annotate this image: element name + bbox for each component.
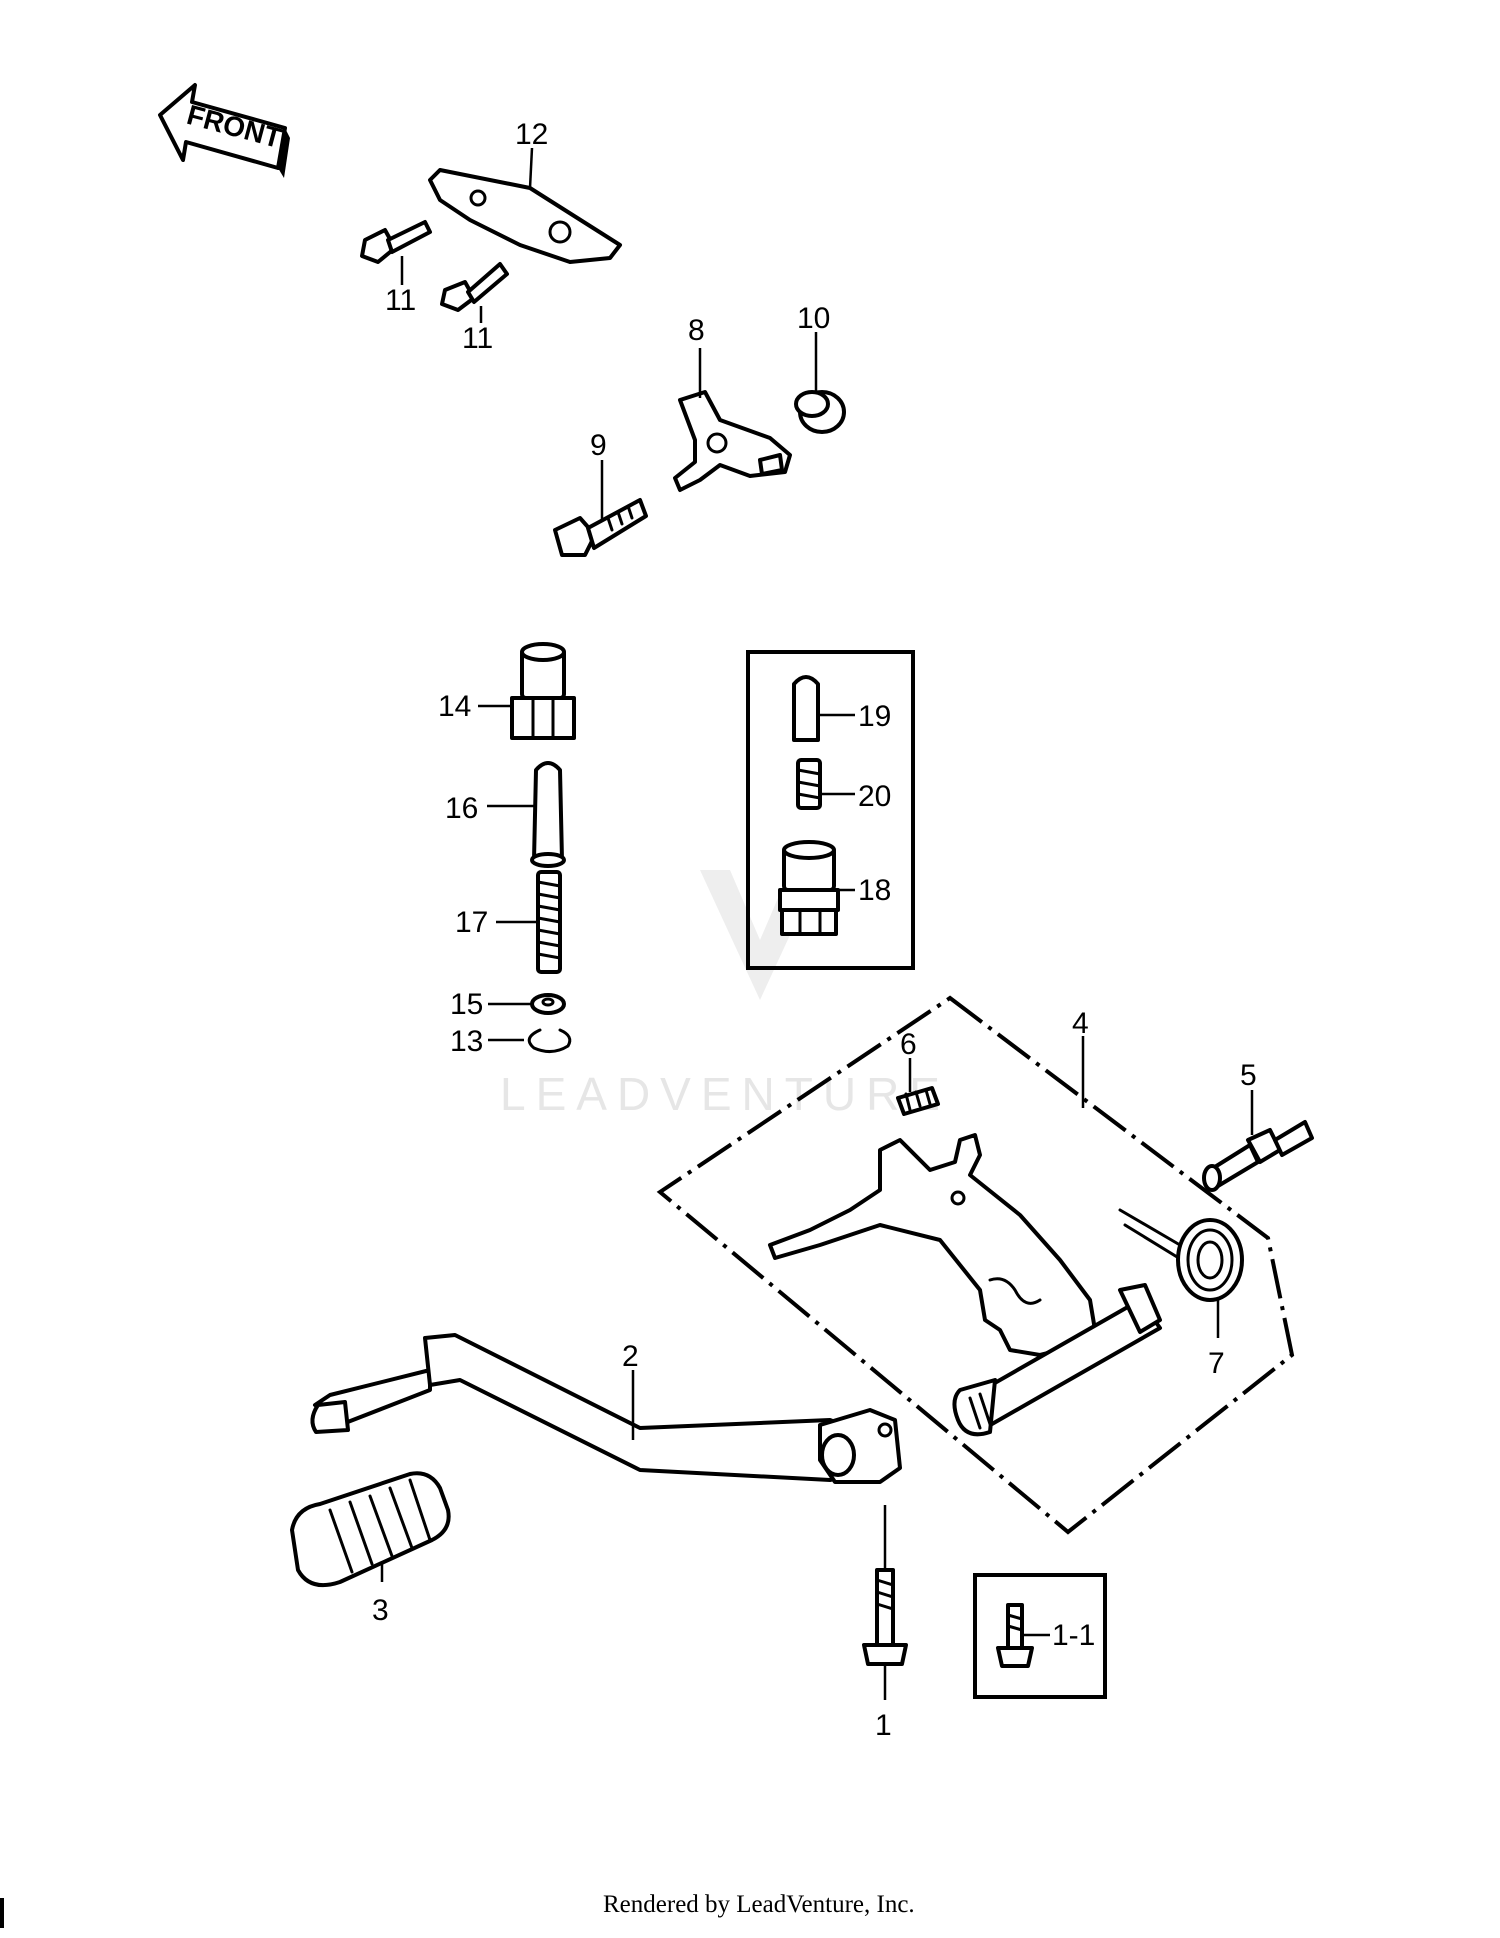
group-outline-4 <box>656 995 1295 1535</box>
collar-10 <box>794 390 846 434</box>
callout-3: 3 <box>372 1594 389 1627</box>
watermark: LEADVENTURE <box>500 870 950 1120</box>
box-1-1 <box>973 1573 1107 1699</box>
callout-11b: 11 <box>462 322 493 355</box>
washer-15 <box>530 993 566 1015</box>
callout-19: 19 <box>858 700 891 733</box>
pedal-rubber-3 <box>290 1471 451 1587</box>
pin-19 <box>792 675 820 742</box>
callout-4: 4 <box>1072 1007 1089 1040</box>
bolt-11b <box>440 262 509 312</box>
bolt-1 <box>862 1568 908 1666</box>
edge-mark <box>0 1898 4 1928</box>
shift-pedal-2 <box>310 1333 902 1484</box>
callout-13: 13 <box>450 1025 483 1058</box>
bolt-9 <box>553 498 648 557</box>
watermark-text: LEADVENTURE <box>500 1068 950 1120</box>
spring-20 <box>796 758 822 810</box>
footer-credit: Rendered by LeadVenture, Inc. <box>603 1891 915 1918</box>
plug-14 <box>510 642 576 740</box>
callout-16: 16 <box>445 792 478 825</box>
callout-5: 5 <box>1240 1059 1257 1092</box>
shift-shaft-4 <box>768 1133 1162 1437</box>
callout-6: 6 <box>900 1028 917 1061</box>
callout-17: 17 <box>455 906 488 939</box>
spring-17 <box>536 870 562 974</box>
callout-18: 18 <box>858 874 891 907</box>
bracket-plate-12 <box>428 168 622 264</box>
callout-1-1: 1-1 <box>1052 1619 1095 1652</box>
box-18-19-20 <box>746 650 915 970</box>
callout-9: 9 <box>590 429 607 462</box>
callout-10: 10 <box>797 302 830 335</box>
circlip-13 <box>527 1028 572 1053</box>
lever-8 <box>673 390 792 492</box>
plug-18 <box>778 840 840 936</box>
bolt-11a <box>360 220 432 264</box>
callout-12: 12 <box>515 118 548 151</box>
spring-6 <box>896 1086 940 1116</box>
callout-8: 8 <box>688 314 705 347</box>
callout-14: 14 <box>438 690 471 723</box>
bolt-1-1 <box>996 1603 1034 1668</box>
callout-2: 2 <box>622 1340 639 1373</box>
callout-1: 1 <box>875 1709 892 1742</box>
stud-5 <box>1202 1120 1314 1192</box>
callout-15: 15 <box>450 988 483 1021</box>
callout-7: 7 <box>1208 1347 1225 1380</box>
pin-16 <box>530 761 566 868</box>
front-arrow-icon: FRONT <box>158 83 290 178</box>
callout-11a: 11 <box>385 284 416 317</box>
torsion-spring-7 <box>1118 1208 1244 1302</box>
callout-20: 20 <box>858 780 891 813</box>
